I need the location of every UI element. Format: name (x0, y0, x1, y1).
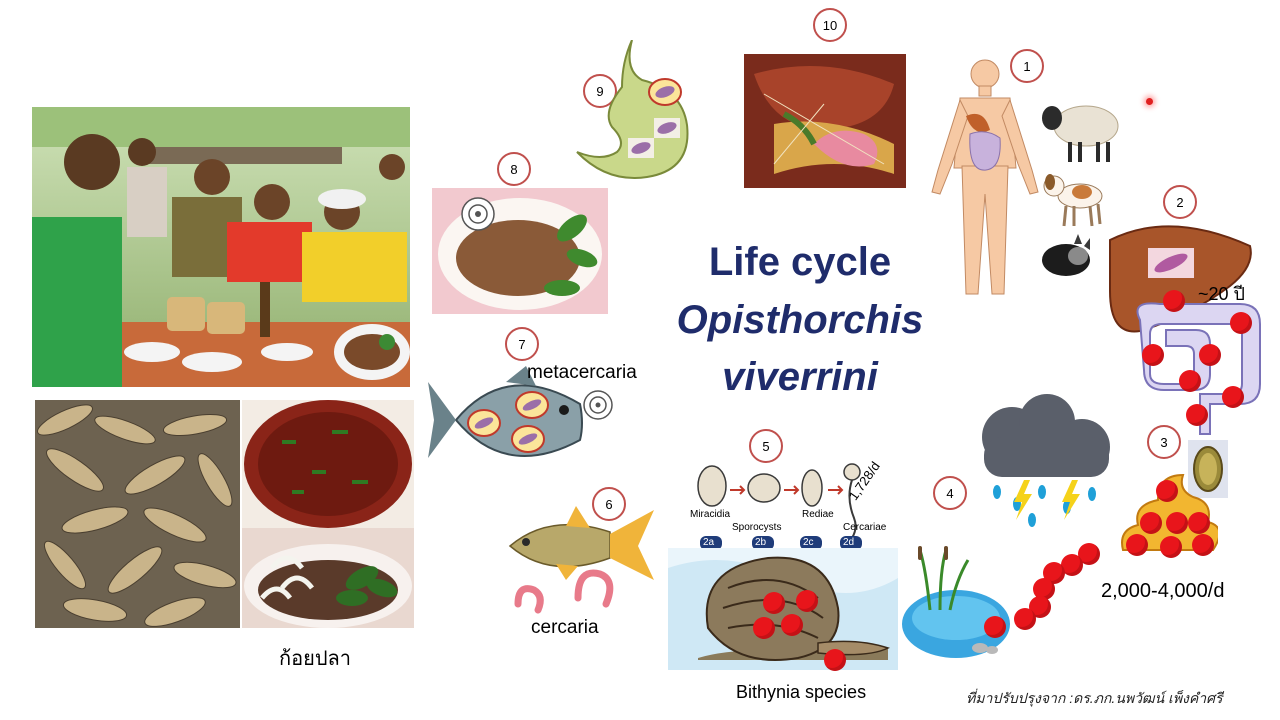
tag-2c: 2c (803, 537, 814, 548)
cercariae-label: Cercariae (843, 522, 887, 533)
tag-2a: 2a (703, 537, 715, 548)
koi-pla-dish-image (432, 188, 608, 314)
diagram-title-line-2: Opisthorchis (676, 298, 924, 342)
egg-dot (1142, 344, 1164, 366)
raw-fish-photo (35, 400, 240, 628)
step-10-circle: 10 (813, 8, 847, 42)
egg-dot (824, 649, 846, 671)
egg-dot (984, 616, 1006, 638)
cercaria-label: cercaria (531, 617, 599, 638)
egg-dot (796, 590, 818, 612)
bile-duct-image (744, 54, 906, 188)
step-6-circle: 6 (592, 487, 626, 521)
metacercaria-detail-icon (582, 389, 614, 421)
fish-salad-photo (242, 528, 414, 628)
egg-dot (1078, 543, 1100, 565)
egg-dot (781, 614, 803, 636)
human-host-image (930, 56, 1040, 302)
step-1-circle: 1 (1010, 49, 1044, 83)
cat-image (1040, 232, 1096, 278)
miracidia-label: Miracidia (690, 509, 731, 520)
rediae-label: Rediae (802, 509, 834, 520)
egg-dot (1222, 386, 1244, 408)
sporocysts-label: Sporocysts (732, 522, 782, 533)
laser-pointer-dot (1146, 98, 1153, 105)
egg-dot (1126, 534, 1148, 556)
egg-dot (1230, 312, 1252, 334)
infected-fish-image (426, 364, 588, 476)
egg-dot (1140, 512, 1162, 534)
egg-dot (1014, 608, 1036, 630)
egg-dot (1160, 536, 1182, 558)
egg-dot (1033, 578, 1055, 600)
dish-name-label: ก้อยปลา (279, 648, 352, 670)
snail-stages-image (686, 460, 896, 552)
step-5-circle: 5 (749, 429, 783, 463)
diagram-title-line-1: Life cycle (708, 240, 892, 284)
metacercaria-cysts-image (466, 385, 556, 455)
egg-dot (753, 617, 775, 639)
pond-image (900, 540, 1012, 662)
egg-dot (1061, 554, 1083, 576)
egg-dot (1156, 480, 1178, 502)
egg-microscope-image (1188, 440, 1228, 498)
egg-dot (1163, 290, 1185, 312)
rain-cloud-image (972, 392, 1116, 532)
egg-dot (1186, 404, 1208, 426)
source-credit: ที่มาปรับปรุงจาก :ดร.ภก.นพวัฒน์ เพ็งคำศร… (966, 690, 1223, 706)
bithynia-label: Bithynia species (736, 682, 867, 702)
tag-2b: 2b (755, 537, 767, 548)
lifespan-label: ~20 ปี (1198, 284, 1245, 304)
egg-count-label: 2,000-4,000/d (1101, 580, 1225, 602)
egg-dot (1179, 370, 1201, 392)
egg-dot (1166, 512, 1188, 534)
stomach-image (572, 39, 702, 180)
diagram-title-line-3: viverrini (722, 355, 878, 399)
people-eating-photo (32, 107, 410, 387)
egg-dot (1188, 512, 1210, 534)
step-7-circle: 7 (505, 327, 539, 361)
metacercaria-label: metacercaria (527, 362, 637, 383)
egg-dot (1199, 344, 1221, 366)
egg-dot (763, 592, 785, 614)
cercaria-worm-image (508, 564, 620, 620)
step-3-circle: 3 (1147, 425, 1181, 459)
step-2-circle: 2 (1163, 185, 1197, 219)
step-8-circle: 8 (497, 152, 531, 186)
step-4-circle: 4 (933, 476, 967, 510)
tag-2d: 2d (843, 537, 855, 548)
dog-image (1042, 168, 1106, 228)
egg-dot (1192, 534, 1214, 556)
sheep-image (1040, 96, 1120, 164)
small-fish-image (506, 504, 658, 582)
spicy-sauce-photo (242, 400, 414, 528)
